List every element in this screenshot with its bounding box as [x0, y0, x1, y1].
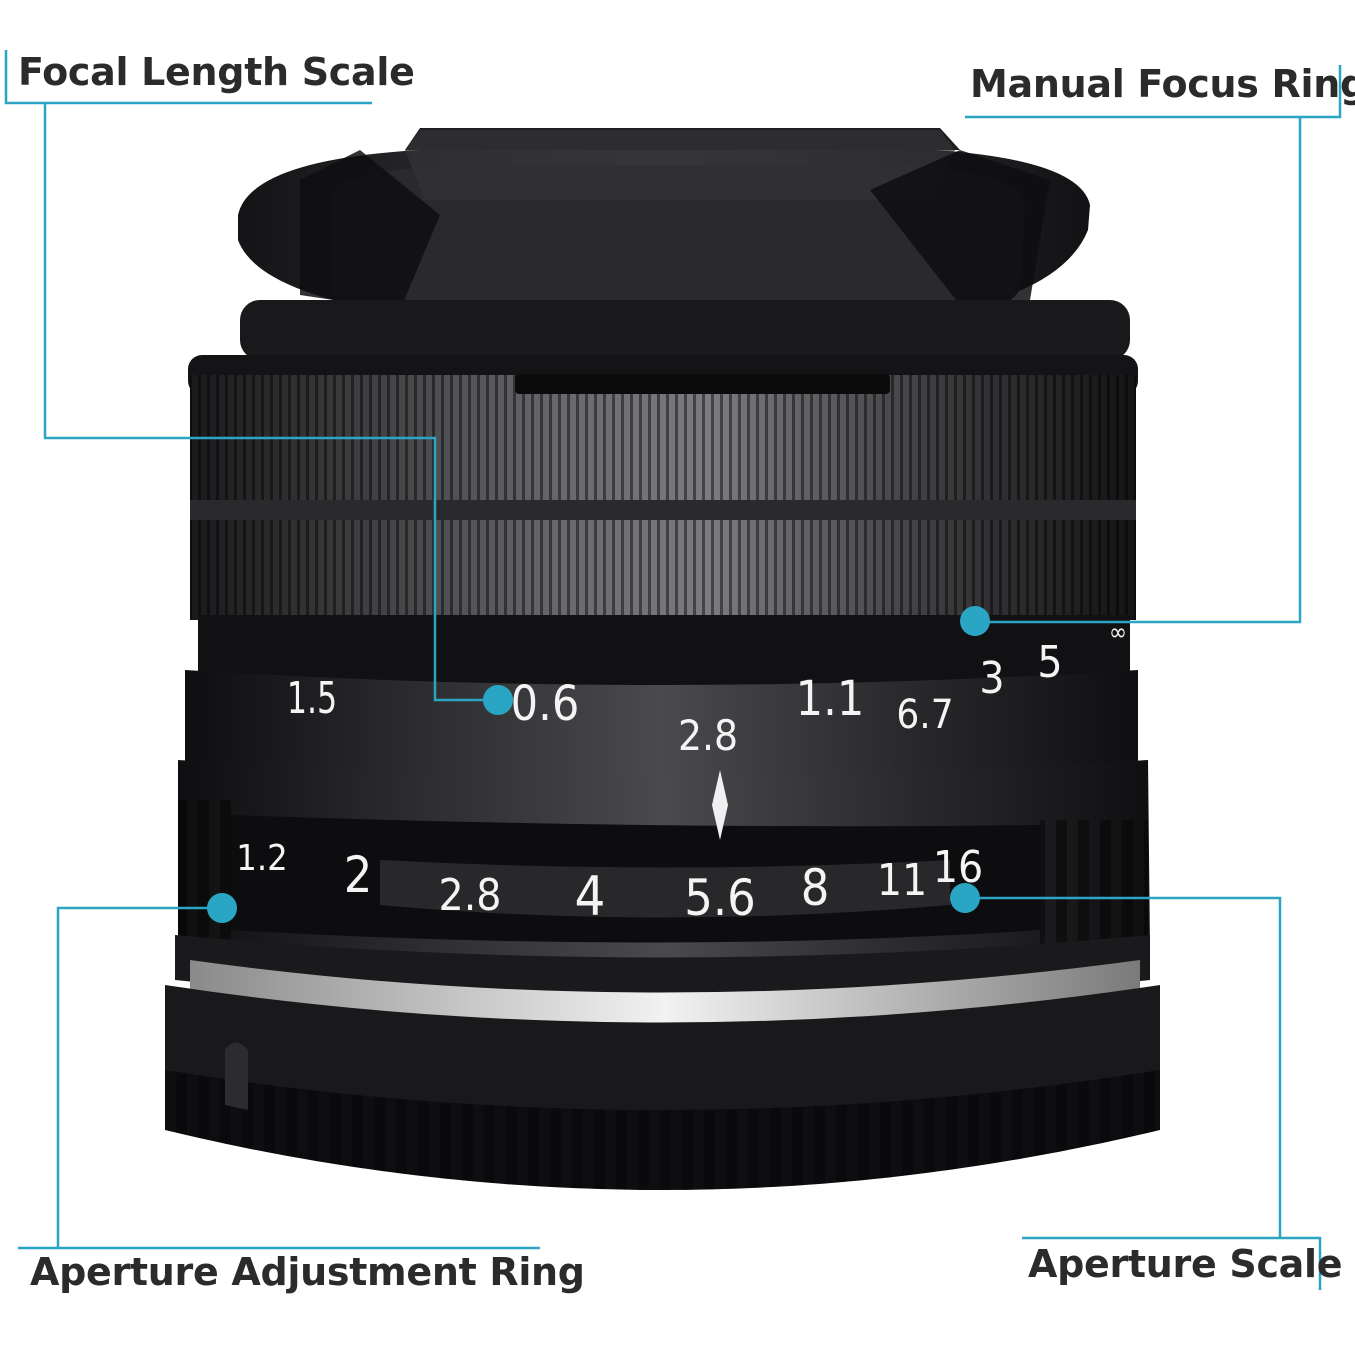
- callout-dot-icon: [207, 893, 237, 923]
- focus-value: 3: [979, 653, 1004, 704]
- focus-value: 1.1: [796, 671, 865, 727]
- aperture-adjustment-ring-label: Aperture Adjustment Ring: [30, 1250, 585, 1294]
- focal-length-scale-label: Focal Length Scale: [18, 50, 415, 94]
- aperture-scale-connector: [965, 896, 1282, 1238]
- aperture-value: 4: [575, 865, 606, 928]
- focus-value: 6.7: [896, 692, 953, 738]
- aperture-ring: [178, 760, 1150, 962]
- callout-dot-icon: [960, 606, 990, 636]
- lens-cap: [238, 128, 1130, 360]
- lens-mount: [165, 935, 1160, 1190]
- focal-length-connector: [43, 103, 498, 702]
- callout-dots: [207, 606, 990, 923]
- aperture-value: 2: [344, 846, 373, 904]
- aperture-value: 1.2: [236, 838, 288, 879]
- focus-value: 1.5: [287, 673, 337, 724]
- focus-value: 5: [1037, 637, 1062, 688]
- aperture-value: 5.6: [684, 869, 756, 927]
- focus-index-value: 2.8: [678, 711, 738, 760]
- aperture-scale-leader: [1022, 1236, 1322, 1290]
- callout-dot-icon: [483, 685, 513, 715]
- aperture-scale-label: Aperture Scale: [1028, 1242, 1343, 1286]
- callout-lines: [4, 50, 1342, 1290]
- aperture-value: 11: [877, 855, 927, 906]
- focal-length-leader: [4, 50, 372, 105]
- manual-focus-leader: [965, 65, 1342, 119]
- focus-value: 0.6: [511, 676, 580, 732]
- callout-dot-icon: [950, 883, 980, 913]
- aperture-value: 16: [933, 842, 983, 893]
- focus-value: ∞: [1109, 618, 1127, 646]
- aperture-value: 8: [801, 859, 830, 917]
- aperture-adjust-connector: [56, 906, 222, 1248]
- focus-ring: [188, 355, 1138, 620]
- diamond-index-icon: [712, 770, 728, 840]
- focus-scale-band: [185, 615, 1138, 781]
- manual-focus-connector: [975, 117, 1302, 624]
- aperture-scale: 1.2 2 2.8 4 5.6 8 11 16: [236, 838, 983, 928]
- focus-distance-scale: 1.5 0.6 1.1 6.7 3 5 ∞ 2.8: [287, 618, 1127, 760]
- manual-focus-ring-label: Manual Focus Ring: [970, 62, 1355, 106]
- aperture-value: 2.8: [439, 870, 502, 921]
